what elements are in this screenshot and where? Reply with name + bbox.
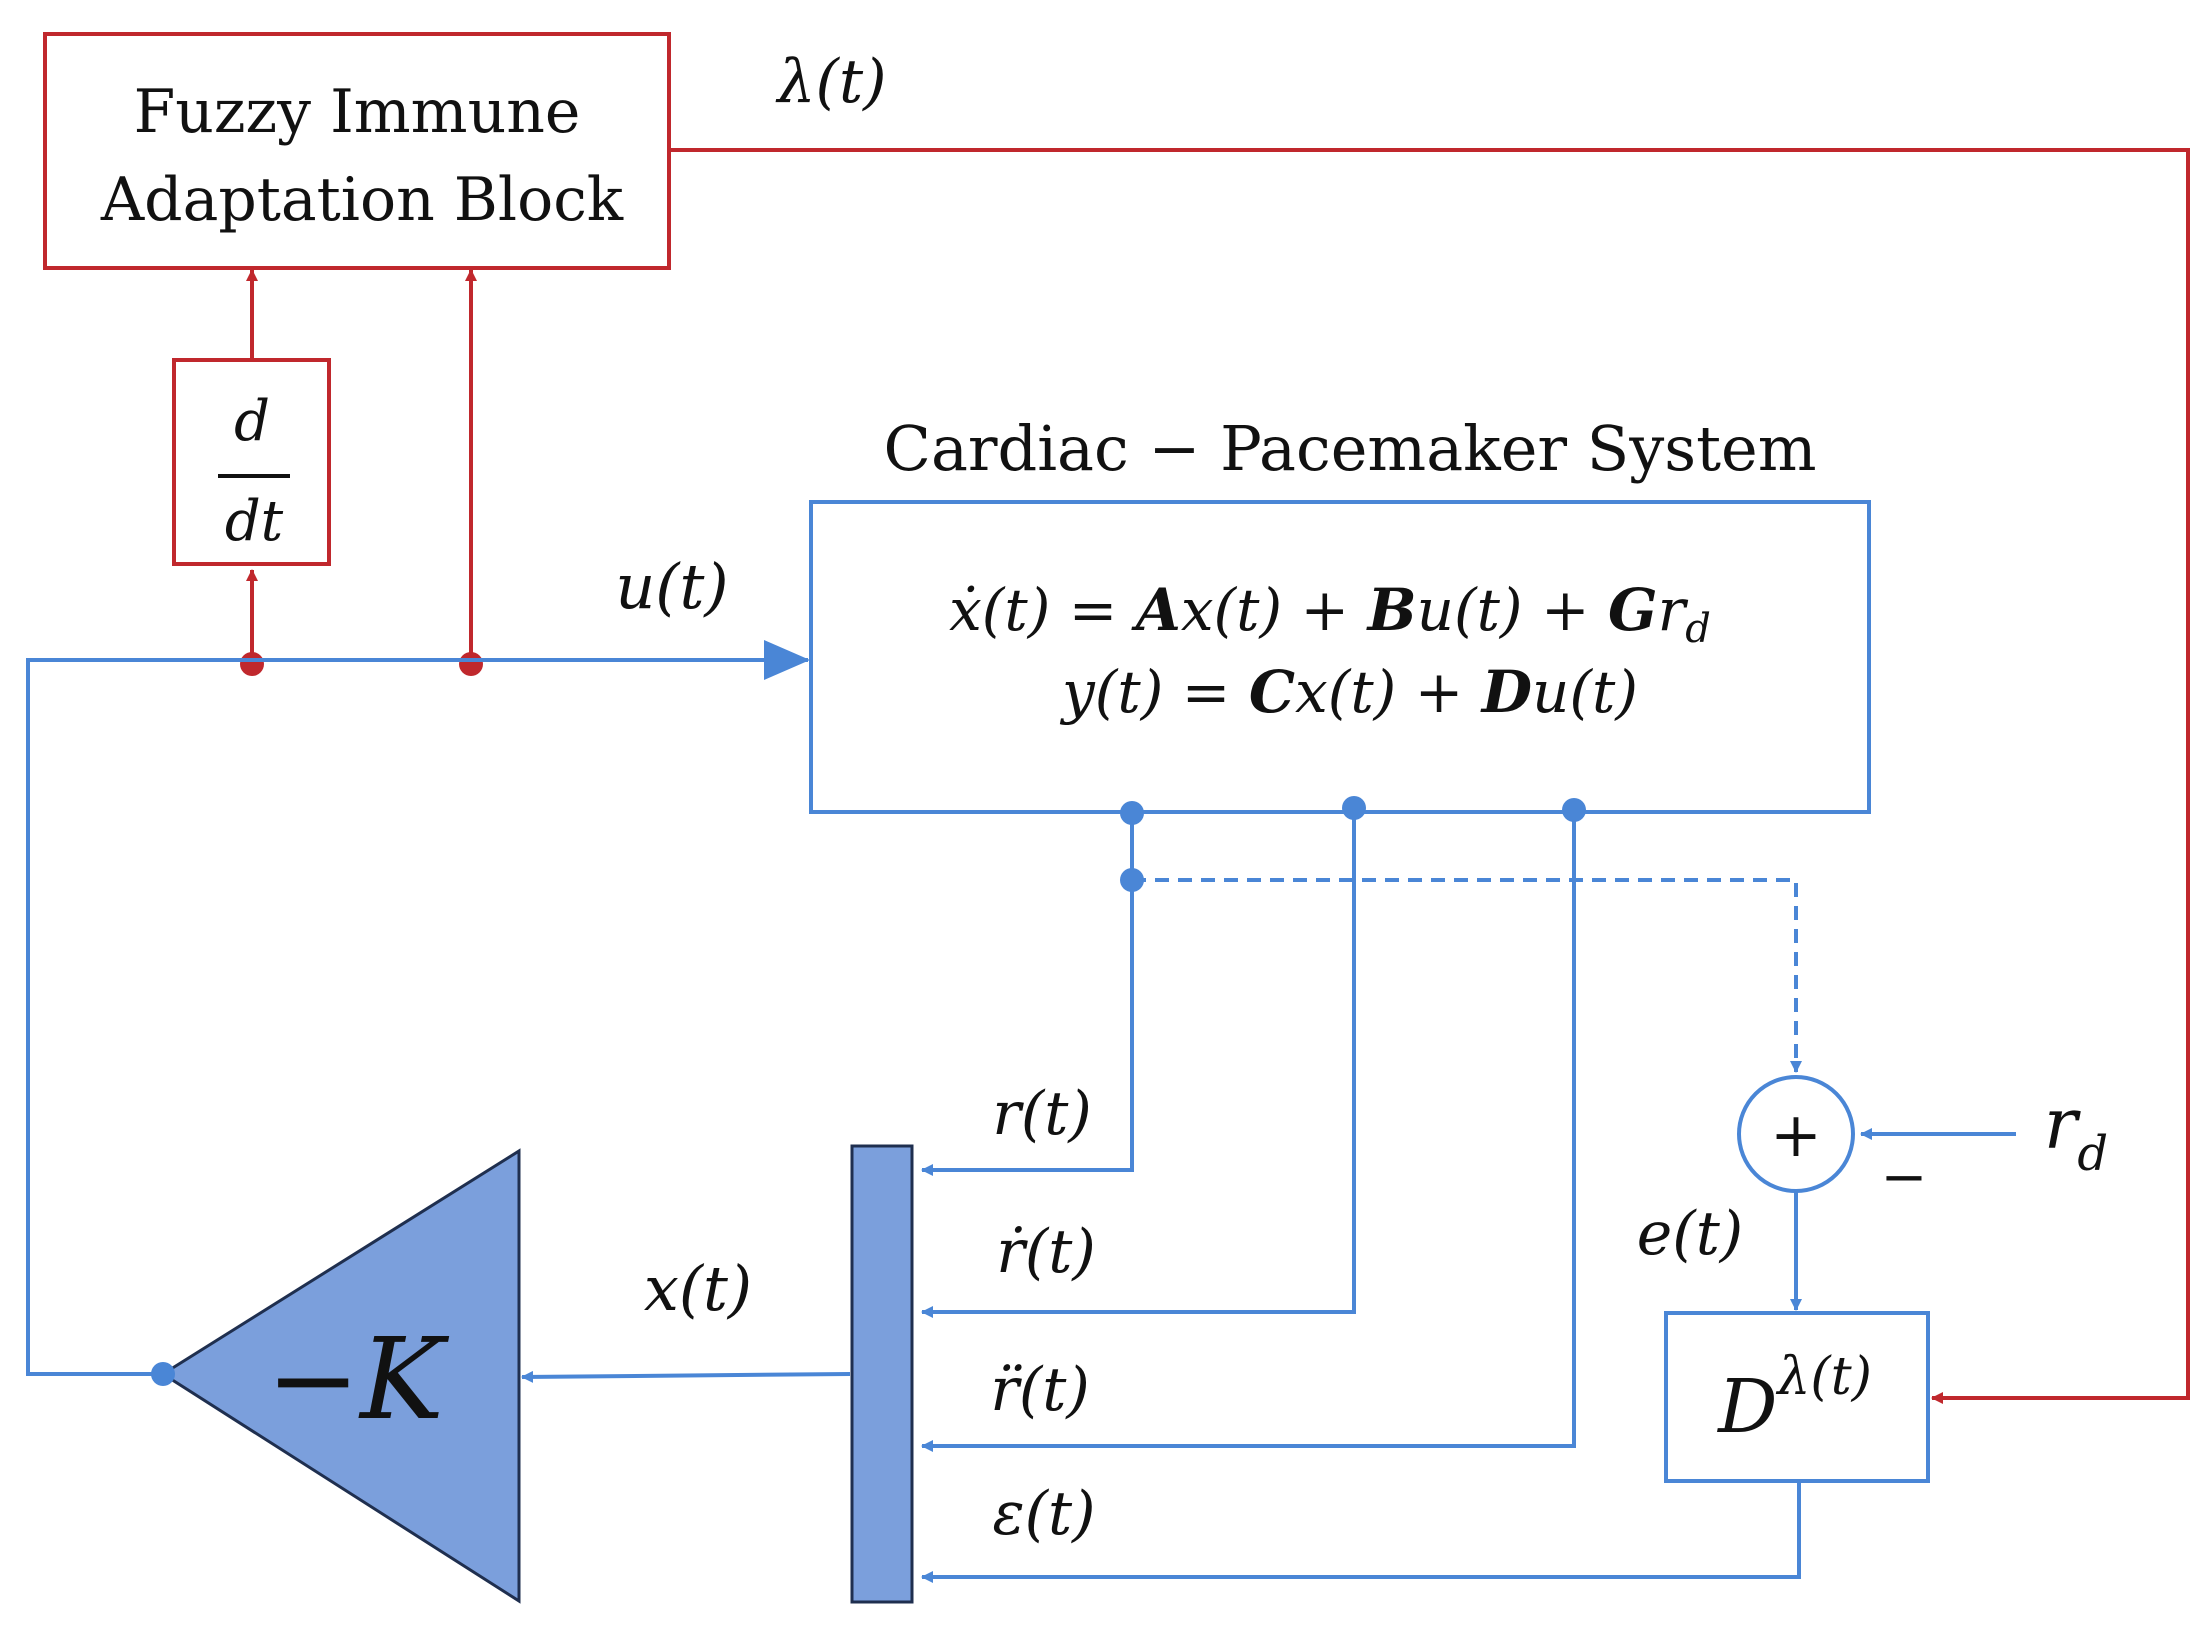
r-branch-dot xyxy=(1120,868,1144,892)
plant-signal-lines xyxy=(26,640,2016,1583)
epsilon-signal-label: ε(t) xyxy=(992,1479,1095,1549)
cardiac-pacemaker-system-block: Cardiac − Pacemaker System ẋ(t) = Ax(t)… xyxy=(809,412,1871,814)
r-ddot-line xyxy=(921,812,1576,1452)
adaptation-signal-lines xyxy=(246,148,2190,1404)
fractional-operator-label: Dλ(t) xyxy=(1716,1347,1872,1450)
r-ddot-signal-label: r̈(t) xyxy=(990,1355,1090,1425)
derivative-denominator: dt xyxy=(225,489,284,554)
x-signal-line xyxy=(521,1370,851,1383)
r-dot-output-dot xyxy=(1342,796,1366,820)
x-signal-label: x(t) xyxy=(644,1252,752,1325)
fractional-operator-block: Dλ(t) xyxy=(1664,1311,1930,1483)
fuzzy-block-line1: Fuzzy Immune xyxy=(134,77,581,147)
rd-input-label: rd xyxy=(2044,1083,2108,1182)
r-dashed-branch-line xyxy=(1132,878,1802,1073)
sum-plus-sign: + xyxy=(1770,1098,1822,1171)
sum-minus-sign: − xyxy=(1881,1145,1928,1210)
lambda-feedback-line xyxy=(670,148,2190,1404)
u-derivative-tap-dot xyxy=(240,652,264,676)
r-signal-label: r(t) xyxy=(992,1079,1092,1149)
state-equation: ẋ(t) = Ax(t) + Bu(t) + Grd xyxy=(949,576,1711,652)
fuzzy-immune-adaptation-block: Fuzzy Immune Adaptation Block xyxy=(43,32,671,270)
gain-label: −K xyxy=(266,1315,450,1445)
r-dot-line xyxy=(921,810,1356,1318)
r-output-dot xyxy=(1120,801,1144,825)
e-signal-label: e(t) xyxy=(1637,1199,1743,1269)
gain-block: −K xyxy=(160,1148,521,1604)
u-fuzzy-tap-dot xyxy=(459,652,483,676)
fuzzy-block-line2: Adaptation Block xyxy=(100,165,624,235)
gain-output-dot xyxy=(151,1362,175,1386)
epsilon-line xyxy=(921,1482,1801,1583)
mux-block xyxy=(850,1144,914,1604)
u-signal-line xyxy=(26,640,810,1376)
r-dot-signal-label: ṙ(t) xyxy=(996,1217,1096,1287)
derivative-block: d dt xyxy=(172,358,331,566)
lambda-signal-label: λ(t) xyxy=(776,47,887,117)
plant-title: Cardiac − Pacemaker System xyxy=(884,412,1817,485)
r-line xyxy=(921,815,1134,1176)
derivative-numerator: d xyxy=(234,389,270,454)
output-equation: y(t) = Cx(t) + Du(t) xyxy=(1059,658,1638,726)
r-ddot-output-dot xyxy=(1562,798,1586,822)
u-signal-label: u(t) xyxy=(615,550,728,623)
summing-junction: + xyxy=(1737,1075,1855,1193)
